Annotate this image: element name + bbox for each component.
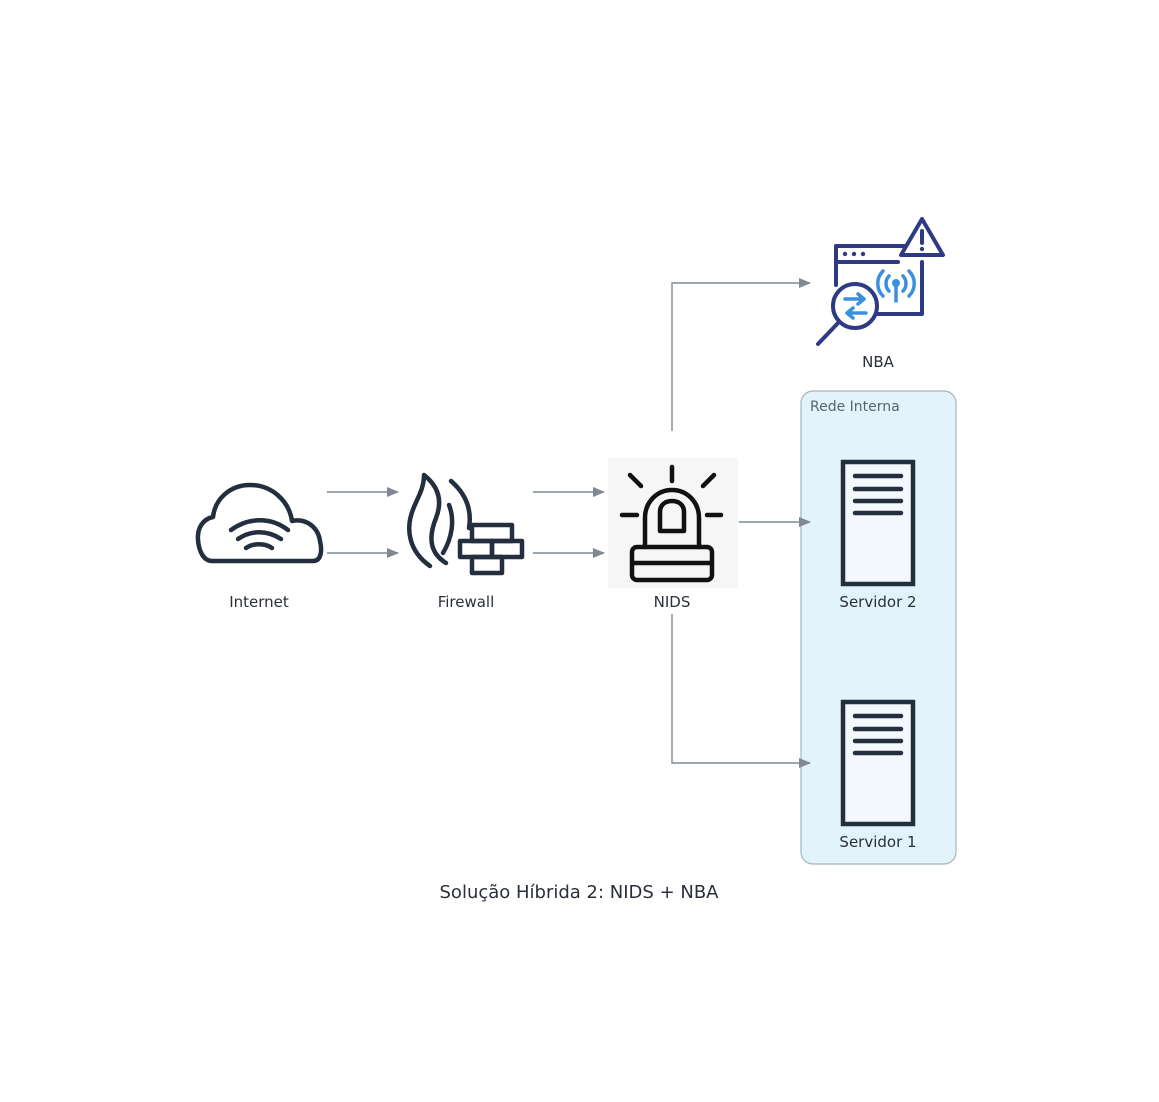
node-label: NBA <box>862 353 895 371</box>
node-servidor-1[interactable]: Servidor 1 <box>839 699 917 851</box>
cluster-box <box>800 390 957 865</box>
edges <box>327 278 811 768</box>
node-firewall[interactable]: Firewall <box>407 472 525 611</box>
server-icon <box>840 699 916 827</box>
node-servidor-2[interactable]: Servidor 2 <box>839 459 917 611</box>
node-label: Firewall <box>438 593 495 611</box>
node-label: Servidor 1 <box>839 833 916 851</box>
network-analysis-alert-icon <box>816 217 945 346</box>
node-label: Servidor 2 <box>839 593 916 611</box>
cluster-label: Rede Interna <box>810 399 900 415</box>
edge-nids-nba <box>671 278 811 431</box>
node-internet[interactable]: Internet <box>195 482 324 611</box>
server-icon <box>840 459 916 587</box>
node-label: NIDS <box>654 593 691 611</box>
cluster-rede-interna: Rede Interna <box>800 390 957 865</box>
edge-nids-servidor1 <box>671 614 811 768</box>
node-label: Internet <box>229 593 289 611</box>
node-nids[interactable]: NIDS <box>608 458 738 611</box>
node-nba[interactable]: NBA <box>816 217 945 371</box>
firewall-icon <box>407 472 525 576</box>
siren-alarm-icon <box>619 464 724 583</box>
cloud-wifi-icon <box>195 482 324 564</box>
diagram-caption: Solução Híbrida 2: NIDS + NBA <box>440 882 720 903</box>
